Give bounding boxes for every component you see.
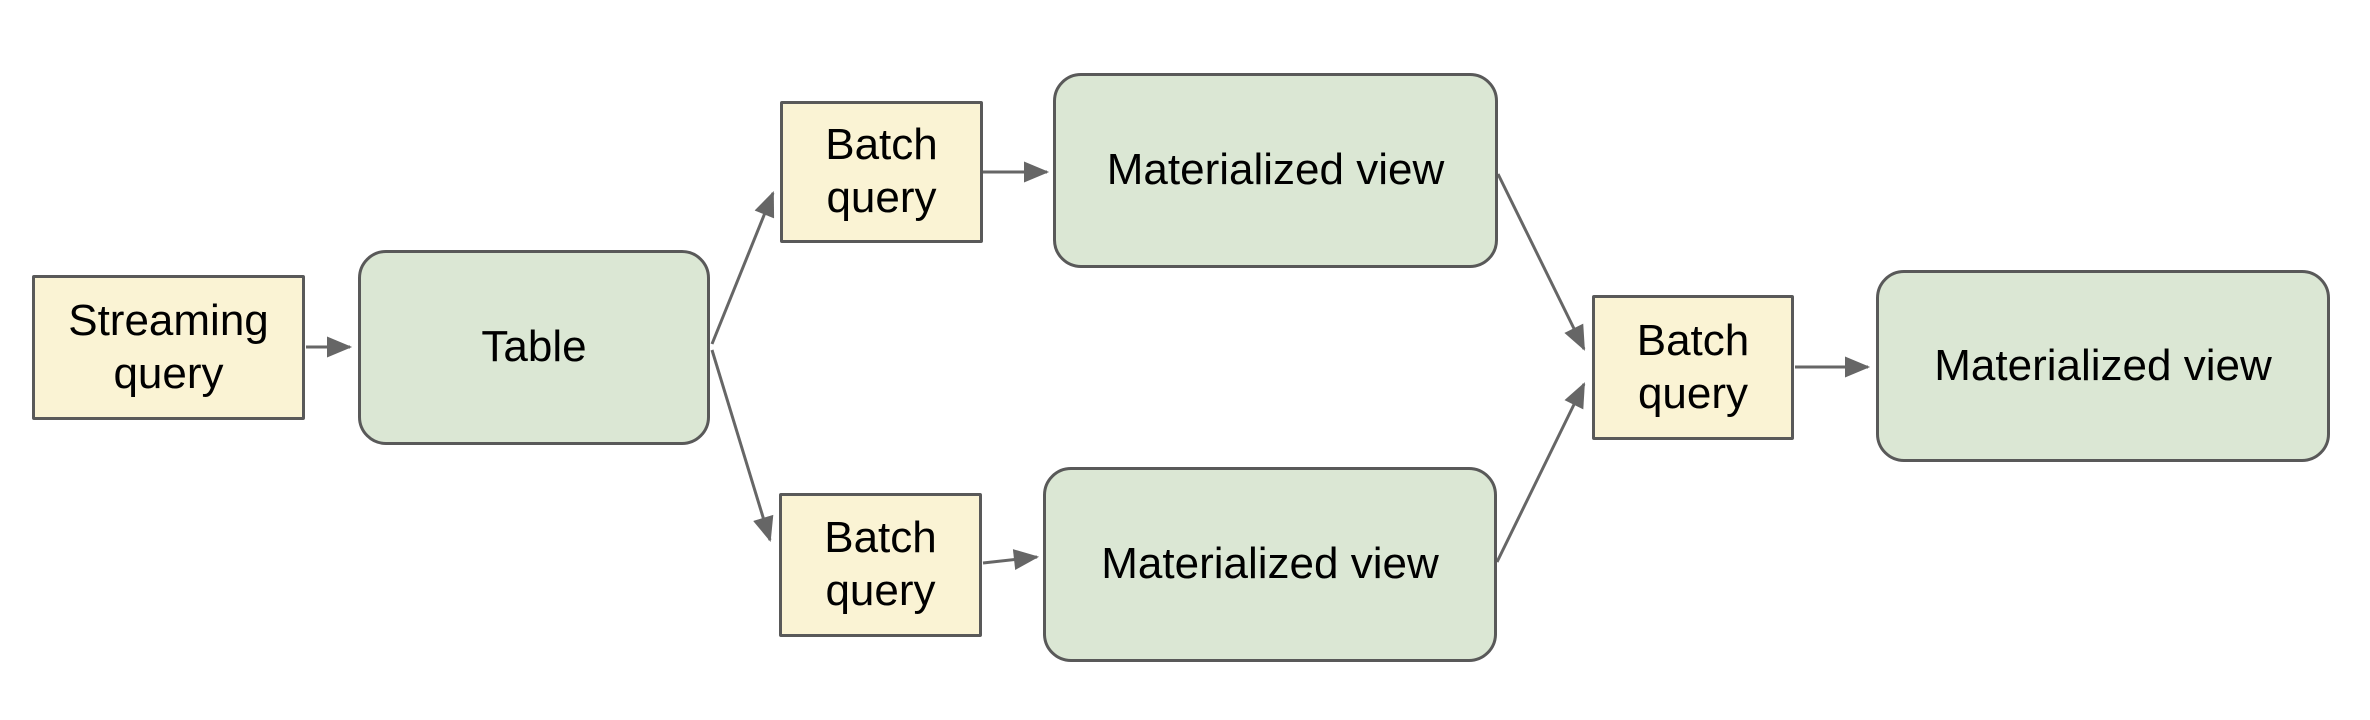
node-materialized-view-top: Materialized view	[1053, 73, 1498, 268]
node-streaming-query: Streaming query	[32, 275, 305, 420]
edge-materialized-view-bottom-to-batch-query-merge-arrow	[1495, 382, 1586, 563]
node-batch-query-merge-label: Batch query	[1636, 315, 1750, 418]
node-materialized-view-top-label: Materialized view	[1106, 145, 1445, 195]
node-table: Table	[358, 250, 710, 445]
node-materialized-view-final: Materialized view	[1876, 270, 2330, 462]
edge-materialized-view-top-to-batch-query-merge-arrow	[1496, 173, 1586, 351]
node-batch-query-bottom: Batch query	[779, 493, 982, 637]
node-materialized-view-final-label: Materialized view	[1934, 340, 2272, 390]
node-streaming-query-label: Streaming query	[68, 295, 269, 398]
node-batch-query-bottom-label: Batch query	[824, 513, 937, 615]
edge-table-to-batch-query-top-arrow	[710, 191, 775, 345]
node-batch-query-top: Batch query	[780, 101, 983, 243]
node-materialized-view-bottom: Materialized view	[1043, 467, 1497, 662]
node-materialized-view-bottom-label: Materialized view	[1101, 539, 1439, 589]
node-batch-query-top-label: Batch query	[825, 120, 938, 222]
node-batch-query-merge: Batch query	[1592, 295, 1794, 440]
node-table-label: Table	[481, 322, 587, 372]
edge-table-to-batch-query-bottom-arrow	[710, 349, 774, 543]
edge-batch-query-bottom-to-materialized-view-bottom-arrow	[982, 549, 1040, 570]
